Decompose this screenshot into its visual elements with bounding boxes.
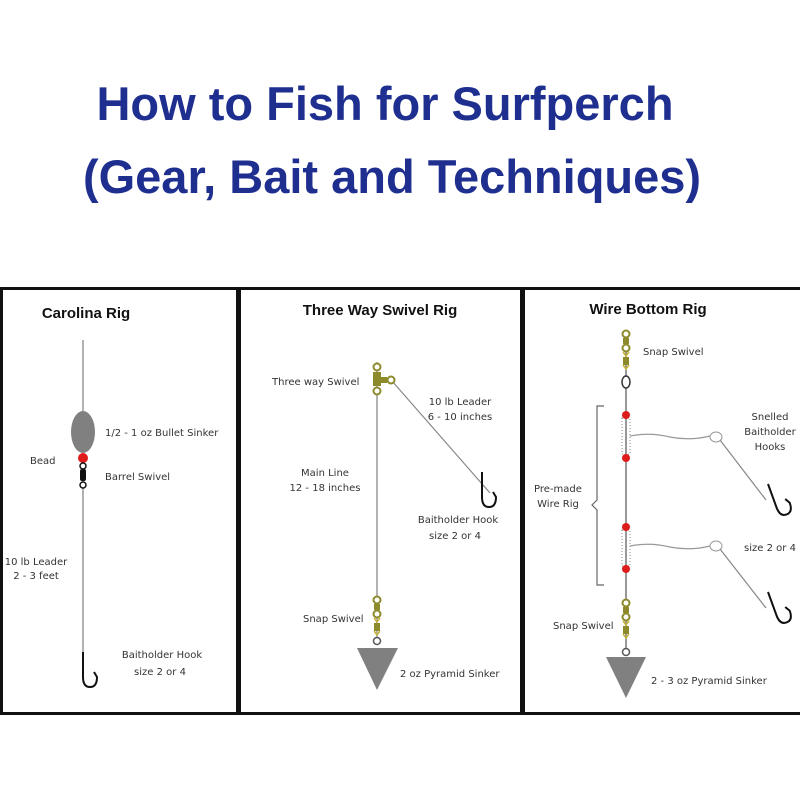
label-hook: Baitholder Hook <box>418 515 498 526</box>
page-title-line1: How to Fish for Surfperch <box>96 77 674 130</box>
label-hook-size: size 2 or 4 <box>429 531 481 542</box>
hook-icon <box>82 651 98 688</box>
bead-icon <box>622 411 630 419</box>
label-leader-length: 6 - 10 inches <box>428 412 493 423</box>
page-title-line2: (Gear, Bait and Techniques) <box>82 150 702 203</box>
carolina-title: Carolina Rig <box>42 305 130 322</box>
label-wire-rig: Wire Rig <box>537 499 579 510</box>
label-snap-swivel: Snap Swivel <box>303 614 364 625</box>
label-pyramid-sinker: 2 oz Pyramid Sinker <box>400 669 500 680</box>
hook-icon <box>767 586 795 626</box>
bead-icon <box>622 565 630 573</box>
label-main-line: Main Line <box>301 468 349 479</box>
label-bullet-sinker: 1/2 - 1 oz Bullet Sinker <box>105 428 219 439</box>
hook-icon <box>481 471 497 508</box>
hook-icon <box>767 478 795 518</box>
bead-icon <box>78 453 88 463</box>
bullet-sinker-icon <box>71 411 95 453</box>
label-leader: 10 lb Leader <box>5 557 68 568</box>
label-snelled: Snelled <box>752 412 789 423</box>
leader-line <box>391 380 491 494</box>
label-hook: Baitholder Hook <box>122 650 202 661</box>
label-leader-length: 2 - 3 feet <box>13 571 59 582</box>
three-way-swivel-icon <box>372 362 396 396</box>
label-baitholder: Baitholder <box>744 427 796 438</box>
bead-icon <box>622 454 630 462</box>
label-hook-size: size 2 or 4 <box>744 543 796 554</box>
label-three-way-swivel: Three way Swivel <box>271 377 359 388</box>
label-leader: 10 lb Leader <box>429 397 492 408</box>
barrel-swivel-icon <box>79 462 87 489</box>
label-hooks: Hooks <box>755 442 786 453</box>
label-main-line-length: 12 - 18 inches <box>290 483 361 494</box>
three-way-title: Three Way Swivel Rig <box>303 302 458 319</box>
label-pyramid-sinker: 2 - 3 oz Pyramid Sinker <box>651 676 768 687</box>
snap-swivel-icon <box>621 329 631 370</box>
pyramid-sinker-icon <box>357 648 398 690</box>
label-snap-swivel-bottom: Snap Swivel <box>553 621 614 632</box>
dropper-arm-2 <box>621 529 767 609</box>
panel-carolina <box>0 287 239 715</box>
pyramid-sinker-icon <box>606 657 646 698</box>
panel-wire-bottom <box>522 287 800 715</box>
snap-swivel-icon <box>621 598 631 639</box>
label-snap-swivel-top: Snap Swivel <box>643 347 704 358</box>
wire-title: Wire Bottom Rig <box>589 301 706 318</box>
dropper-arm-1 <box>621 417 767 501</box>
label-premade: Pre-made <box>534 484 582 495</box>
label-bead: Bead <box>30 456 56 467</box>
panel-three-way <box>238 287 523 715</box>
snap-swivel-icon <box>372 595 382 636</box>
label-hook-size: size 2 or 4 <box>134 667 186 678</box>
bracket <box>591 405 604 586</box>
bead-icon <box>622 523 630 531</box>
label-barrel-swivel: Barrel Swivel <box>105 472 170 483</box>
